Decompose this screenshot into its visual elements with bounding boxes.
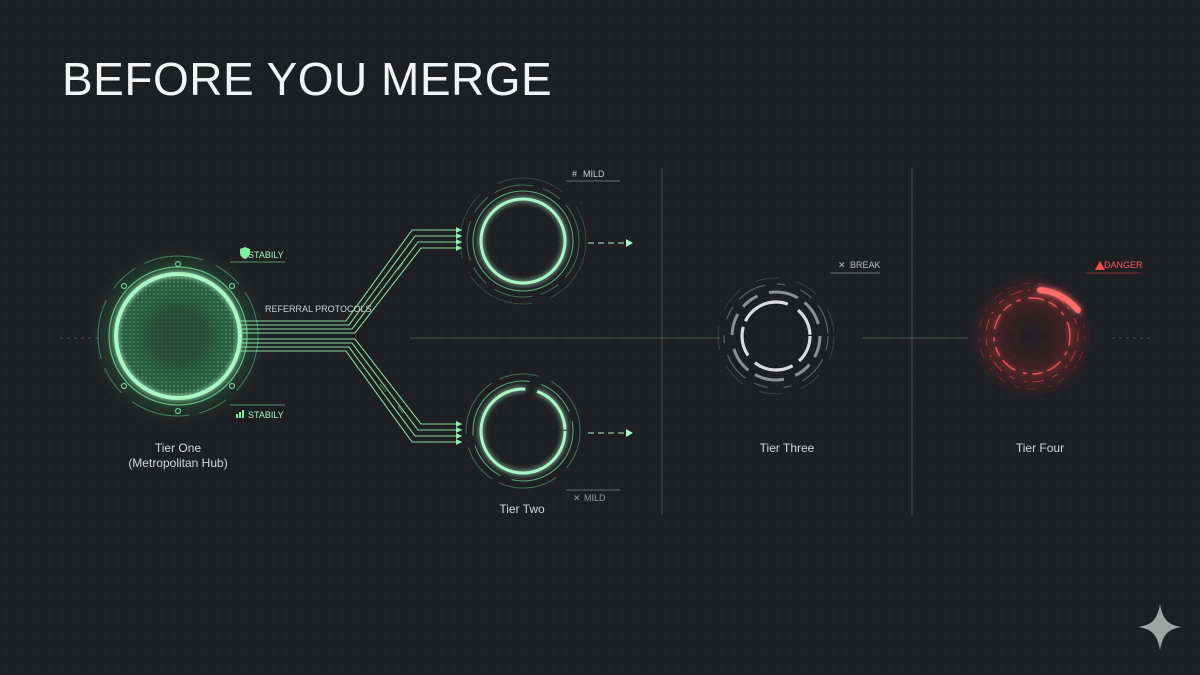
tier-four-badge: DANGER <box>1086 260 1143 274</box>
tier-two-badge-top: # MILD <box>566 169 620 182</box>
hub-core <box>118 276 238 396</box>
hash-icon: # <box>572 169 577 179</box>
connector-dash-accents <box>379 262 404 414</box>
x-icon: ✕ <box>838 260 846 270</box>
ring-core <box>740 300 812 372</box>
tier-three-node <box>717 277 835 395</box>
tier-two-status-bottom: MILD <box>584 493 606 503</box>
connector-label: REFERRAL PROTOCOLS <box>265 304 372 314</box>
tier-three-badge: ✕ BREAK <box>830 260 881 274</box>
tier-four-label: Tier Four <box>1016 441 1064 455</box>
ring-core <box>479 197 567 285</box>
tier-two-badge-bottom: ✕ MILD <box>566 489 620 503</box>
section-dividers <box>60 168 1150 515</box>
tier-one-badge-bottom: STABILY <box>230 404 285 420</box>
signal-bars-icon <box>236 410 244 418</box>
hub-node-markers <box>120 260 236 415</box>
ring-core <box>993 297 1071 375</box>
tier-one-label: Tier One <box>155 441 202 455</box>
tier-one-hub <box>97 255 259 417</box>
danger-flare <box>1037 287 1081 313</box>
tier-two-status-top: MILD <box>583 169 605 179</box>
tier-one-status-bottom: STABILY <box>248 410 284 420</box>
connector-arrowheads <box>456 227 462 445</box>
tier-one-badge-top: STABILY <box>230 247 285 263</box>
tier-two-arrow-bottom <box>588 429 633 437</box>
warning-triangle-icon <box>1095 261 1105 270</box>
tier-two-label: Tier Two <box>499 502 545 516</box>
referral-connectors <box>240 229 462 443</box>
tier-two-arrow-top <box>588 239 633 247</box>
sparkle-icon <box>1138 604 1182 650</box>
tier-two-node-top <box>459 177 587 305</box>
ring-core <box>479 387 567 475</box>
x-icon: ✕ <box>573 493 581 503</box>
hub-ring <box>114 272 242 400</box>
tier-three-status: BREAK <box>850 260 881 270</box>
tier-two-node-bottom <box>465 373 581 489</box>
tier-four-node <box>970 274 1094 398</box>
tier-four-status: DANGER <box>1104 260 1143 270</box>
tier-one-sublabel: (Metropolitan Hub) <box>128 456 227 470</box>
hub-ring-outer <box>97 255 259 417</box>
tier-three-label: Tier Three <box>760 441 815 455</box>
page-title: BEFORE YOU MERGE <box>62 53 553 105</box>
shield-check-icon <box>240 247 250 259</box>
tier-one-status-top: STABILY <box>248 250 284 260</box>
